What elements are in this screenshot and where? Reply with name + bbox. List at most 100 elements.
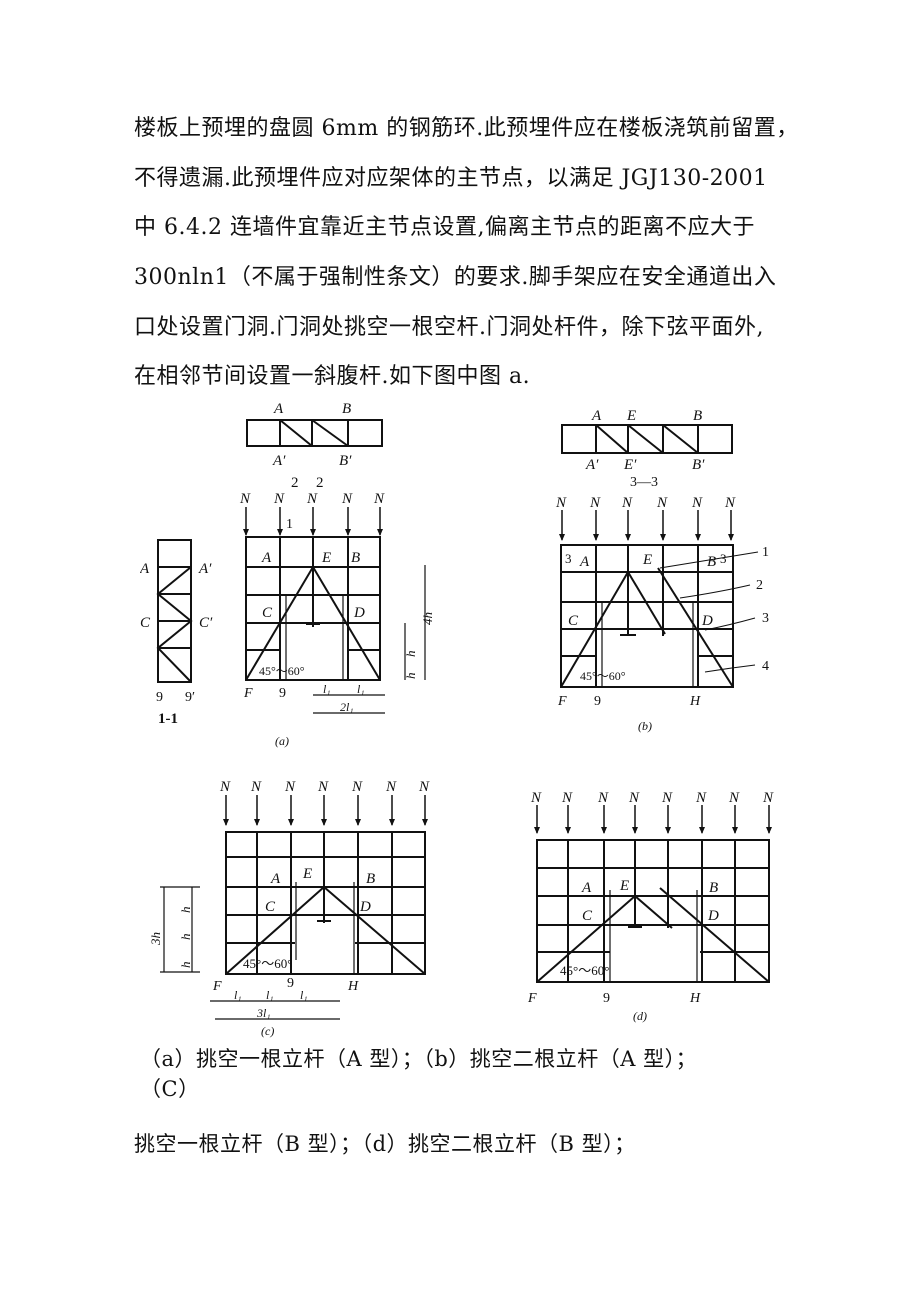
svg-text:N: N [691,495,703,511]
svg-text:1: 1 [286,517,293,532]
svg-text:A: A [581,880,592,896]
svg-text:1: 1 [762,545,769,560]
svg-text:E′: E′ [623,457,637,473]
caption-line-1: （a）挑空一根立杆（A 型）；（b）挑空二根立杆（A 型）； [140,1047,698,1071]
svg-text:1-1: 1-1 [158,711,178,727]
svg-text:N: N [341,491,353,507]
svg-text:F: F [243,686,253,701]
svg-text:A′: A′ [585,457,599,473]
svg-text:h: h [178,962,193,969]
svg-text:9: 9 [287,976,294,991]
svg-text:N: N [656,495,668,511]
svg-text:9: 9 [156,690,163,705]
svg-text:D: D [701,613,713,629]
svg-text:N: N [597,790,609,806]
svg-text:E: E [321,550,331,566]
svg-text:N: N [219,779,231,795]
svg-text:l₁: l₁ [266,988,274,1002]
svg-text:C: C [262,605,273,621]
figure-a-plan: A B A′ B′ [246,401,383,469]
svg-text:9: 9 [594,694,601,709]
svg-text:B: B [707,554,716,570]
svg-text:l₁: l₁ [323,682,331,696]
svg-text:C: C [568,613,579,629]
svg-text:N: N [530,790,542,806]
svg-text:9: 9 [603,991,610,1006]
svg-text:N: N [621,495,633,511]
svg-text:45°～60°: 45°～60° [243,956,292,971]
svg-text:A′: A′ [272,453,286,469]
svg-text:4: 4 [762,659,769,674]
svg-text:45°～60°: 45°～60° [580,669,626,683]
svg-text:D: D [353,605,365,621]
figure-d-loads: N N N N N N N N [530,790,774,834]
figure-c-frame: A E B C D F 9 H 45°～60° [212,831,426,994]
svg-text:2: 2 [291,475,299,491]
svg-text:3: 3 [762,611,769,626]
svg-text:h: h [178,934,193,941]
figure-b-plan: A E B A′ E′ B′ 3—3 [561,408,733,490]
svg-text:N: N [273,491,285,507]
svg-text:B: B [342,401,351,417]
svg-text:N: N [728,790,740,806]
svg-text:l₁: l₁ [357,682,365,696]
svg-text:3—3: 3—3 [630,475,658,490]
figure-b-frame: A E B C D F 9 H 45°～60° 3 3 [557,544,734,709]
svg-text:N: N [418,779,430,795]
svg-text:2: 2 [316,475,324,491]
svg-text:9′: 9′ [185,690,195,705]
svg-text:A: A [579,554,590,570]
svg-text:A: A [270,871,281,887]
svg-text:B′: B′ [339,453,352,469]
svg-text:A′: A′ [198,561,212,577]
figure-c-label: (c) [261,1024,274,1038]
svg-text:l₁: l₁ [300,988,308,1002]
body-line-5: 口处设置门洞.门洞处挑空一根空杆.门洞处杆件，除下弦平面外, [134,315,764,340]
svg-text:A: A [591,408,602,424]
svg-text:F: F [212,979,222,994]
svg-text:9: 9 [279,686,286,701]
svg-text:F: F [557,694,567,709]
svg-text:F: F [527,991,537,1006]
svg-text:N: N [385,779,397,795]
svg-text:2: 2 [756,578,763,593]
svg-text:3: 3 [720,551,727,566]
figure-b: A E B A′ E′ B′ 3—3 N N N N N N [555,408,769,733]
svg-text:N: N [695,790,707,806]
figure-d-label: (d) [633,1009,647,1023]
svg-text:h: h [178,907,193,914]
svg-text:H: H [689,991,701,1006]
svg-text:2l₁: 2l₁ [340,700,354,714]
svg-text:E: E [642,552,652,568]
svg-text:45°～60°: 45°～60° [560,963,609,978]
svg-text:E: E [626,408,636,424]
svg-text:3: 3 [565,551,572,566]
svg-text:C: C [265,899,276,915]
svg-text:C′: C′ [199,615,213,631]
svg-text:C: C [582,908,593,924]
figure-b-loads: N N N N N N [555,495,736,541]
svg-text:3l₁: 3l₁ [256,1006,271,1020]
svg-text:N: N [284,779,296,795]
svg-text:B: B [351,550,360,566]
figure-a-loads: N N N N N 1 [239,491,385,536]
svg-text:N: N [555,495,567,511]
svg-text:N: N [561,790,573,806]
body-line-1: 楼板上预埋的盘圆 6mm 的钢筋环.此预埋件应在楼板浇筑前留置， [134,116,799,141]
svg-text:H: H [689,694,701,709]
body-line-6: 在相邻节间设置一斜腹杆.如下图中图 a. [134,364,531,389]
body-line-2: 不得遗漏.此预埋件应对应架体的主节点，以满足 JGJ130-2001 [134,166,768,191]
figure-c: N N N N N N N A E B C D F 9 H 45°～60° [148,779,430,1038]
svg-text:l₁: l₁ [234,988,242,1002]
svg-text:N: N [589,495,601,511]
caption-line-3: 挑空一根立杆（B 型）；（d）挑空二根立杆（B 型）； [134,1132,636,1156]
svg-text:N: N [661,790,673,806]
svg-text:H: H [347,979,359,994]
svg-text:N: N [351,779,363,795]
figure-a-label: (a) [275,734,289,748]
svg-text:D: D [707,908,719,924]
svg-text:A: A [140,561,150,577]
figure-a-section-1-1: A A′ C C′ 9 9′ 1-1 [140,539,213,727]
body-line-3: 中 6.4.2 连墙件宜靠近主节点设置,偏离主节点的距离不应大于 [134,215,755,240]
body-line-4: 300nln1（不属于强制性条文）的要求.脚手架应在安全通道出入 [134,265,777,290]
